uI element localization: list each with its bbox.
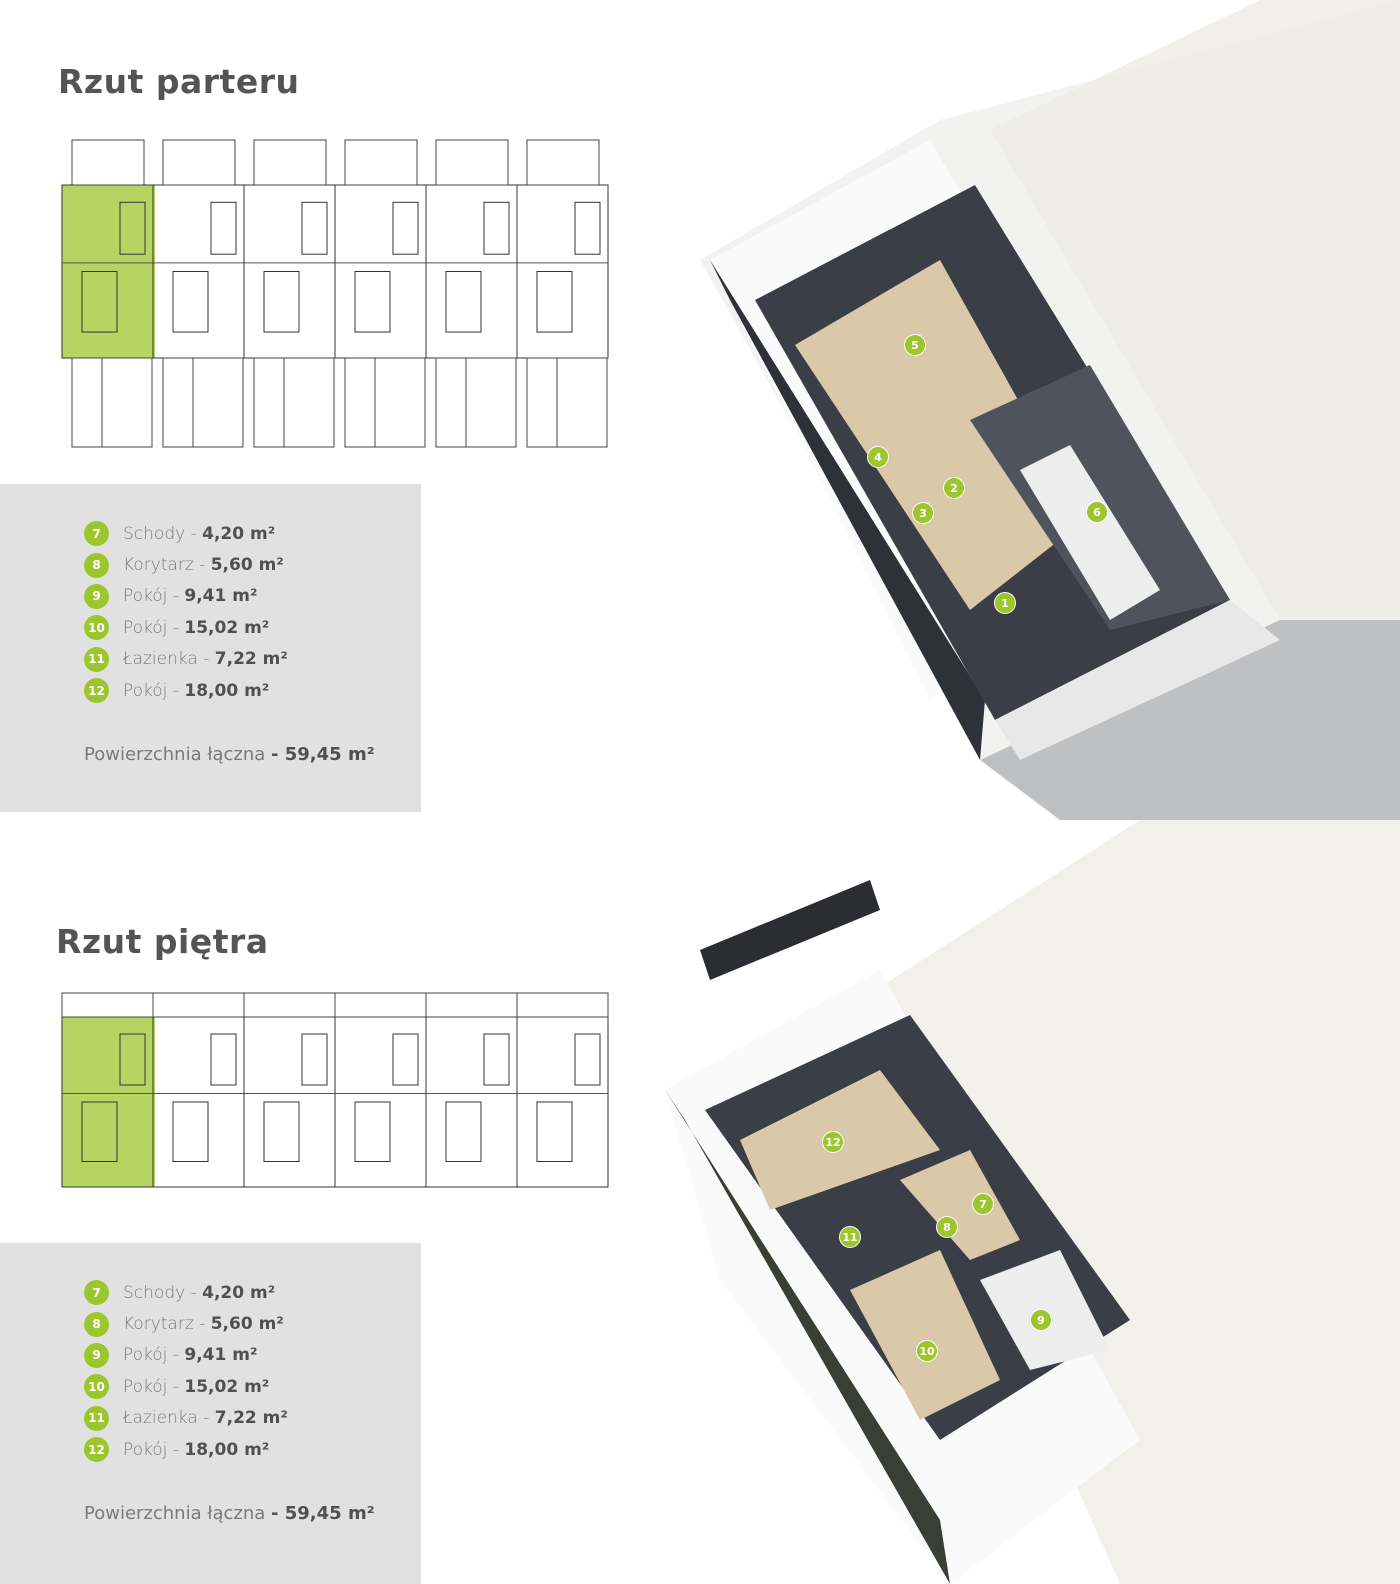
upper-floor-render: [665, 820, 1400, 1584]
room-name: Pokój: [123, 1439, 168, 1460]
room-area: 7,22 m²: [214, 1408, 288, 1429]
room-area: 15,02 m²: [184, 617, 270, 638]
room-marker: 8: [936, 1216, 958, 1238]
ground-floor-plan: [61, 139, 609, 448]
room-marker: 12: [822, 1131, 844, 1153]
room-number-badge: 7: [84, 1280, 109, 1306]
room-area: 15,02 m²: [184, 1376, 270, 1397]
room-name: Pokój: [123, 586, 168, 607]
room-name: Łazienka: [123, 649, 198, 670]
room-number-badge: 7: [84, 521, 109, 547]
room-area: 4,20 m²: [202, 1282, 276, 1303]
room-area: 9,41 m²: [184, 1345, 258, 1366]
room-number-badge: 12: [84, 1437, 109, 1463]
room-marker: 10: [916, 1340, 938, 1362]
room-number-badge: 8: [84, 1311, 109, 1337]
room-number-badge: 8: [84, 552, 109, 578]
room-name: Łazienka: [123, 1408, 198, 1429]
room-area: 5,60 m²: [210, 1314, 284, 1335]
room-number-badge: 10: [84, 1374, 109, 1400]
room-area: 18,00 m²: [184, 680, 270, 701]
room-name: Korytarz: [123, 555, 194, 576]
room-name: Pokój: [123, 1376, 168, 1397]
room-name: Pokój: [123, 617, 168, 638]
room-marker: 9: [1030, 1309, 1052, 1331]
room-marker: 1: [994, 592, 1016, 614]
ground-floor-title: Rzut parteru: [58, 62, 300, 101]
room-marker: 7: [972, 1193, 994, 1215]
upper-total: Powierzchnia łączna - 59,45 m²: [84, 1503, 375, 1524]
room-marker: 2: [943, 477, 965, 499]
room-name: Pokój: [123, 680, 168, 701]
room-marker: 5: [904, 334, 926, 356]
upper-floor-plan: [61, 992, 609, 1188]
room-name: Pokój: [123, 1345, 168, 1366]
room-number-badge: 11: [84, 646, 109, 672]
room-marker: 3: [912, 502, 934, 524]
room-name: Schody: [123, 1282, 186, 1303]
room-marker: 11: [839, 1226, 861, 1248]
room-area: 18,00 m²: [184, 1439, 270, 1460]
room-number-badge: 10: [84, 615, 109, 641]
room-number-badge: 9: [84, 583, 109, 609]
room-marker: 6: [1086, 501, 1108, 523]
room-area: 7,22 m²: [214, 649, 288, 670]
room-name: Korytarz: [123, 1314, 194, 1335]
upper-floor-title: Rzut piętra: [56, 922, 269, 961]
room-area: 9,41 m²: [184, 586, 258, 607]
room-name: Schody: [123, 523, 186, 544]
ground-floor-render: [700, 0, 1400, 820]
room-number-badge: 12: [84, 678, 109, 704]
room-number-badge: 9: [84, 1342, 109, 1368]
room-marker: 4: [867, 446, 889, 468]
room-area: 5,60 m²: [210, 555, 284, 576]
room-area: 4,20 m²: [202, 523, 276, 544]
ground-total: Powierzchnia łączna - 59,45 m²: [84, 744, 375, 765]
room-number-badge: 11: [84, 1405, 109, 1431]
